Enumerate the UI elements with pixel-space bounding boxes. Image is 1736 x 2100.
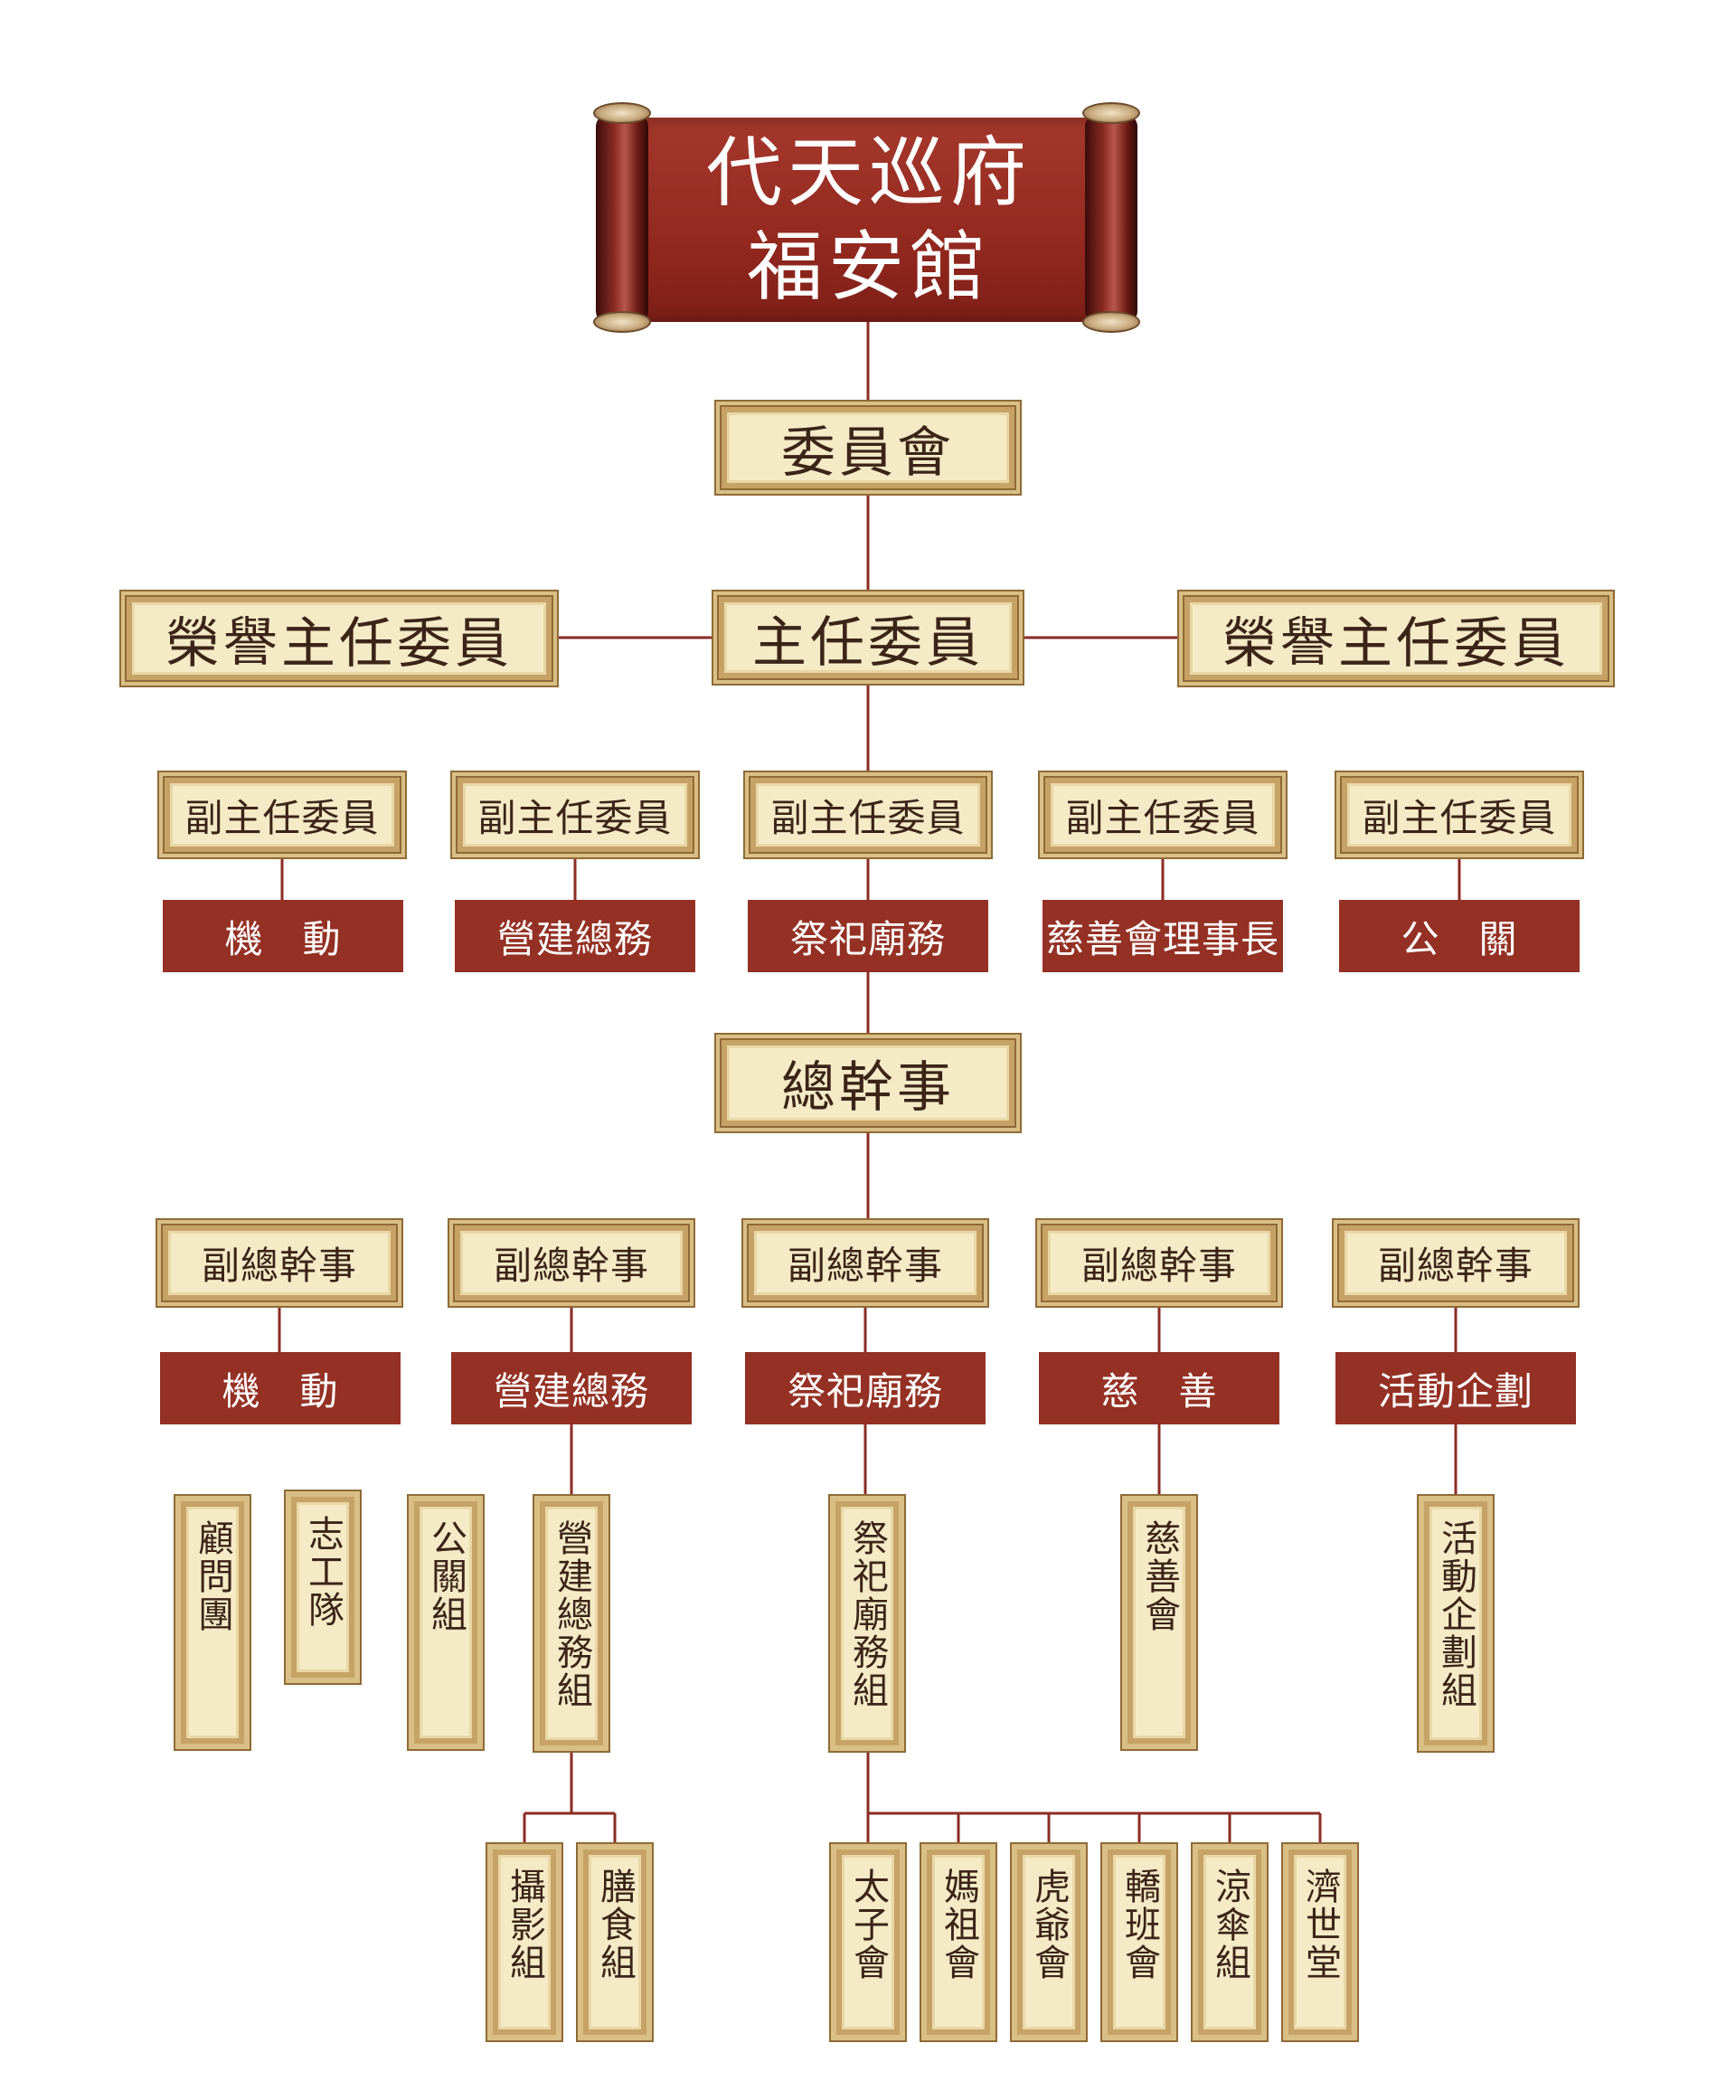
deputy-secretary-role-1: 機 動 xyxy=(160,1352,401,1424)
scroll-knob-bottom-left xyxy=(593,311,651,333)
vice-chairman-role-5: 公 關 xyxy=(1339,900,1580,972)
deputy-secretary-1: 副總幹事 xyxy=(161,1224,398,1302)
deputy-secretary-3: 副總幹事 xyxy=(747,1224,984,1302)
scroll-roll-left xyxy=(596,114,648,324)
secretary-general-plaque: 總幹事 xyxy=(720,1038,1016,1128)
scroll-knob-bottom-right xyxy=(1082,311,1140,333)
group-construction: 營建總務組 xyxy=(540,1501,603,1745)
vice-chairman-4: 副主任委員 xyxy=(1043,776,1282,854)
group-event-planning: 活動企劃組 xyxy=(1424,1501,1487,1745)
committee-plaque: 委員會 xyxy=(720,405,1016,490)
subgroup-photography: 攝影組 xyxy=(493,1849,556,2035)
deputy-secretary-role-4: 慈 善 xyxy=(1039,1352,1279,1424)
title-line-2: 福安館 xyxy=(746,222,991,311)
subgroup-mazu: 媽祖會 xyxy=(927,1849,990,2035)
group-advisory: 顧問團 xyxy=(181,1501,244,1744)
honorary-chairman-right: 榮譽主任委員 xyxy=(1183,595,1609,682)
vice-chairman-3: 副主任委員 xyxy=(749,776,987,854)
scroll-roll-right xyxy=(1085,114,1137,324)
chairman-plaque: 主任委員 xyxy=(717,595,1019,680)
subgroup-parasol: 涼傘組 xyxy=(1198,1849,1261,2035)
deputy-secretary-4: 副總幹事 xyxy=(1041,1224,1278,1302)
honorary-chairman-left: 榮譽主任委員 xyxy=(125,595,553,682)
deputy-secretary-role-5: 活動企劃 xyxy=(1335,1352,1576,1424)
vice-chairman-role-1: 機 動 xyxy=(163,900,403,972)
subgroup-jishi-hall: 濟世堂 xyxy=(1288,1849,1352,2035)
scroll-knob-top-right xyxy=(1082,102,1140,124)
vice-chairman-role-2: 營建總務 xyxy=(455,900,695,972)
deputy-secretary-5: 副總幹事 xyxy=(1337,1224,1574,1302)
vice-chairman-2: 副主任委員 xyxy=(456,776,694,854)
scroll-knob-top-left xyxy=(593,102,651,124)
title-scroll: 代天巡府 福安館 xyxy=(633,118,1105,322)
subgroup-palanquin: 轎班會 xyxy=(1108,1849,1171,2035)
vice-chairman-role-4: 慈善會理事長 xyxy=(1043,900,1283,972)
group-ritual: 祭祀廟務組 xyxy=(835,1501,899,1745)
deputy-secretary-role-3: 祭祀廟務 xyxy=(745,1352,986,1424)
group-charity: 慈善會 xyxy=(1127,1501,1191,1744)
deputy-secretary-role-2: 營建總務 xyxy=(451,1352,692,1424)
vice-chairman-1: 副主任委員 xyxy=(163,776,401,854)
subgroup-tiger: 虎爺會 xyxy=(1017,1849,1080,2035)
vice-chairman-role-3: 祭祀廟務 xyxy=(748,900,988,972)
group-volunteer: 志工隊 xyxy=(291,1497,354,1678)
group-public-relations: 公關組 xyxy=(414,1501,477,1744)
vice-chairman-5: 副主任委員 xyxy=(1340,776,1579,854)
deputy-secretary-2: 副總幹事 xyxy=(453,1224,690,1302)
subgroup-catering: 膳食組 xyxy=(583,1849,646,2035)
subgroup-prince: 太子會 xyxy=(836,1849,900,2035)
title-line-1: 代天巡府 xyxy=(705,128,1032,217)
